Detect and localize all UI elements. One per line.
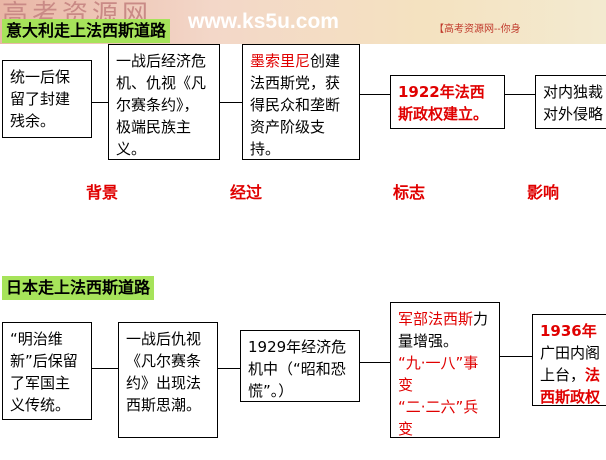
- japan-process-box-2: 军部法西斯力量增强。 “九·一八”事变 “二·二六”兵变: [390, 302, 500, 438]
- italy-background-box-1: 统一后保留了封建残余。: [2, 60, 92, 138]
- connector: [218, 368, 240, 369]
- connector: [505, 94, 535, 95]
- box-text: 1922年法西斯政权建立。: [398, 83, 489, 123]
- highlight-incident-226: “二·二六”兵变: [398, 398, 479, 438]
- italy-background-box-2: 一战后经济危机、仇视《凡尔赛条约》，极端民族主义。: [108, 44, 220, 160]
- japan-milestone-box: 1936年广田内阁上台，法西斯政权建立。: [532, 314, 606, 406]
- highlight-year: 1936年: [540, 322, 597, 340]
- highlight-military: 军部法西斯: [398, 310, 474, 328]
- connector: [360, 94, 390, 95]
- japan-background-box-1: “明治维新”后保留了军国主义传统。: [2, 322, 92, 420]
- highlight-name: 墨索里尼: [250, 52, 311, 70]
- box-text: 创建法西斯党，获得民众和垄断资产阶级支持。: [250, 52, 341, 158]
- italy-impact-box: 对内独裁对外侵略扩: [535, 75, 606, 129]
- connector: [500, 356, 532, 357]
- box-text: 1929年经济危机中（“昭和恐慌”。）: [248, 338, 347, 400]
- watermark-right: 【高考资源网--你身: [434, 24, 521, 35]
- italy-process-box: 墨索里尼创建法西斯党，获得民众和垄断资产阶级支持。: [242, 44, 360, 160]
- japan-section-title: 日本走上法西斯道路: [2, 276, 155, 300]
- box-text: 对内独裁对外侵略扩: [543, 83, 604, 128]
- box-text: 广田内阁上台，: [540, 344, 601, 384]
- box-text: 力量增强。: [398, 310, 489, 350]
- category-background: 背景: [86, 183, 119, 202]
- box-text: 一战后经济危机、仇视《凡尔赛条约》，极端民族主义。: [116, 52, 207, 158]
- japan-background-box-2: 一战后仇视《凡尔赛条约》出现法西斯思潮。: [118, 322, 218, 438]
- box-text: 统一后保留了封建残余。: [10, 68, 71, 130]
- italy-section-title: 意大利走上法西斯道路: [2, 19, 171, 43]
- italy-milestone-box: 1922年法西斯政权建立。: [390, 75, 505, 129]
- category-process: 经过: [230, 183, 263, 202]
- connector: [92, 368, 118, 369]
- highlight-incident-918: “九·一八”事变: [398, 354, 479, 394]
- japan-process-box-1: 1929年经济危机中（“昭和恐慌”。）: [240, 330, 360, 402]
- connector: [220, 102, 242, 103]
- highlight-regime: 法西斯政权建立。: [540, 366, 601, 406]
- category-milestone: 标志: [393, 183, 426, 202]
- category-impact: 影响: [527, 183, 560, 202]
- box-text: “明治维新”后保留了军国主义传统。: [10, 330, 78, 414]
- connector: [360, 362, 390, 363]
- box-text: 一战后仇视《凡尔赛条约》出现法西斯思潮。: [126, 330, 202, 414]
- connector: [92, 102, 108, 103]
- watermark-site: www.ks5u.com: [188, 10, 339, 33]
